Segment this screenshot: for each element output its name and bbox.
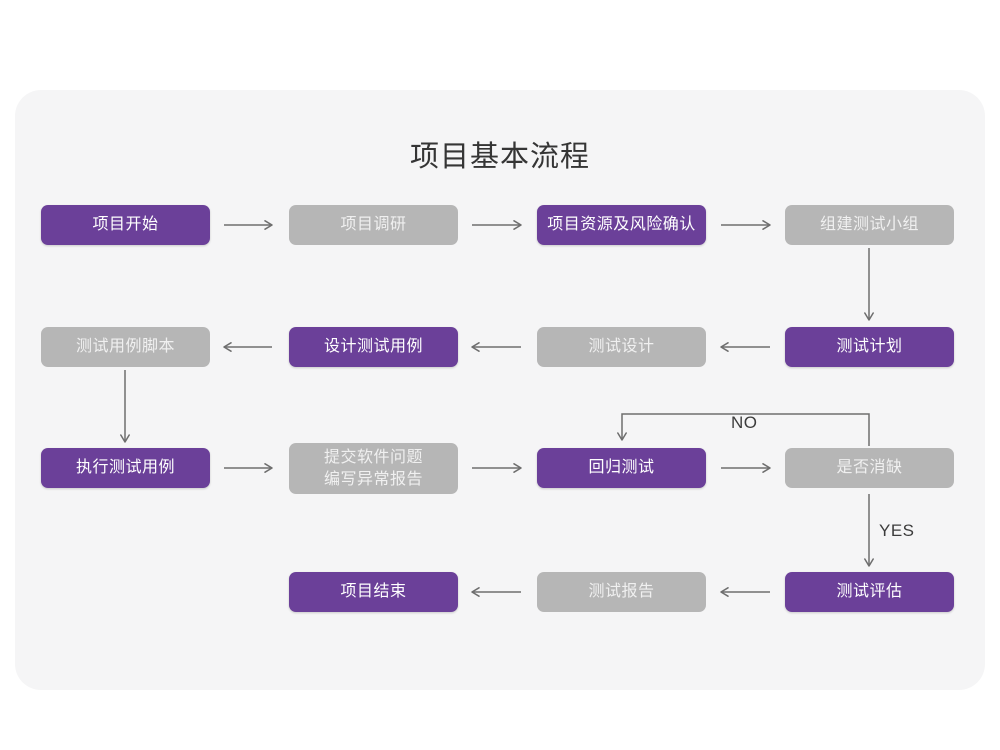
flow-node-resource-risk-confirm[interactable]: 项目资源及风险确认 [537,205,706,245]
edge-label-no: NO [731,413,758,432]
flow-node-design-test-case[interactable]: 设计测试用例 [289,327,458,367]
flow-node-test-plan[interactable]: 测试计划 [785,327,954,367]
flow-node-defect-cleared[interactable]: 是否消缺 [785,448,954,488]
flow-node-project-start[interactable]: 项目开始 [41,205,210,245]
flow-node-test-report[interactable]: 测试报告 [537,572,706,612]
flow-node-test-design[interactable]: 测试设计 [537,327,706,367]
flow-node-submit-issue-report[interactable]: 提交软件问题 编写异常报告 [289,443,458,494]
flow-node-test-evaluation[interactable]: 测试评估 [785,572,954,612]
page-title: 项目基本流程 [409,141,590,173]
edge-label-yes: YES [879,521,915,540]
flow-node-test-case-script[interactable]: 测试用例脚本 [41,327,210,367]
flow-node-project-research[interactable]: 项目调研 [289,205,458,245]
flow-node-project-end[interactable]: 项目结束 [289,572,458,612]
flow-node-regression-test[interactable]: 回归测试 [537,448,706,488]
flow-node-build-test-team[interactable]: 组建测试小组 [785,205,954,245]
flow-node-execute-test-case[interactable]: 执行测试用例 [41,448,210,488]
